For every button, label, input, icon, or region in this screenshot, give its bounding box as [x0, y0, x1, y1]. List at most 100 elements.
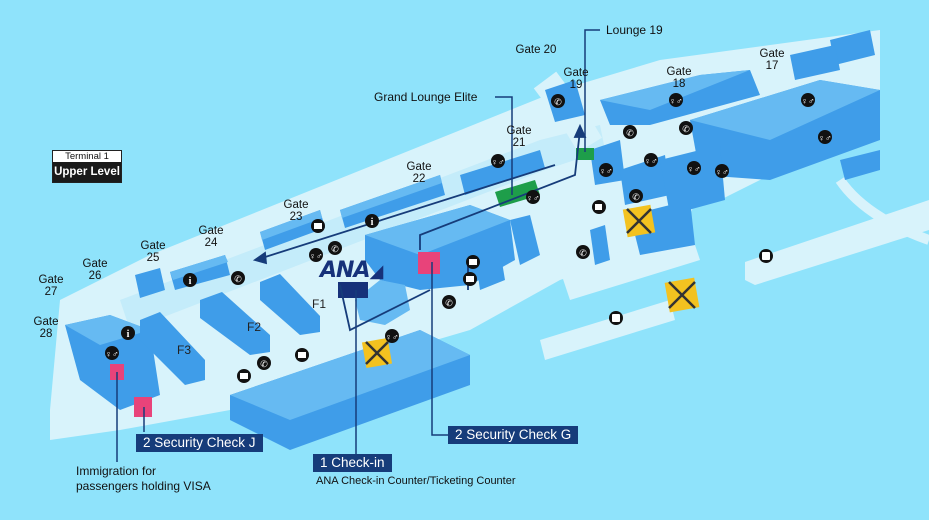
route-checkin	[339, 284, 431, 332]
finger-gate25	[135, 268, 165, 298]
svg-text:✆: ✆	[260, 359, 268, 369]
pier-finger-tops	[170, 175, 442, 280]
lounge19-marker	[576, 148, 594, 160]
east-block-9	[830, 30, 875, 65]
arrow-west	[252, 251, 268, 265]
east-block-1	[590, 140, 625, 185]
restroom-icon: ♀♂	[687, 161, 701, 175]
facility-icons: i i i ♀♂ ♀♂ ♀♂ ♀♂ ♀♂ ♀♂ ♀♂ ♀♂ ♀♂ ♀♂ ♀♂ ♀…	[105, 93, 832, 383]
security-j-callout: 2 Security Check J	[136, 434, 263, 452]
restroom-icon: ♀♂	[801, 93, 815, 107]
east-block-8	[475, 250, 505, 290]
info-icon: i	[365, 214, 379, 228]
arrow-east	[573, 123, 587, 138]
south-pier	[540, 300, 675, 360]
building-east-top	[690, 80, 880, 140]
phone-icon: ✆	[623, 125, 637, 139]
security-g-callout: 2 Security Check G	[448, 426, 579, 444]
phone-icon: ✆	[442, 295, 456, 309]
shop-icon	[237, 369, 251, 383]
svg-text:♀♂: ♀♂	[687, 164, 701, 174]
building-west-top	[65, 315, 150, 345]
building-west	[65, 315, 160, 410]
shop-icon	[295, 348, 309, 362]
level-name: Upper Level	[53, 162, 121, 182]
shop-icon	[311, 219, 325, 233]
east-block-10	[790, 45, 840, 80]
svg-text:♀♂: ♀♂	[599, 166, 613, 176]
security-g-marker	[418, 252, 440, 274]
terminal-name: Terminal 1	[65, 151, 109, 162]
finger-gate21	[460, 150, 545, 195]
east-block-3	[660, 145, 725, 215]
svg-text:✆: ✆	[626, 128, 634, 138]
phone-icon: ✆	[629, 189, 643, 203]
leader-grand-lounge	[495, 96, 513, 195]
east-block-11	[840, 150, 880, 180]
svg-text:✆: ✆	[234, 274, 242, 284]
finger-f3	[140, 312, 205, 385]
walking-routes	[252, 123, 587, 332]
restroom-icon: ♀♂	[669, 93, 683, 107]
checkin-subtitle: ANA Check-in Counter/Ticketing Counter	[316, 475, 516, 487]
oval-hall	[355, 280, 410, 325]
ana-logo: ANA◢	[320, 258, 383, 283]
closed-area-3	[664, 277, 700, 313]
immigration-label: Immigration for passengers holding VISA	[76, 464, 211, 493]
leader-lines	[116, 29, 600, 462]
taxi-line	[835, 177, 929, 245]
phone-icon: ✆	[257, 356, 271, 370]
restroom-icon: ♀♂	[526, 190, 540, 204]
finger-gate23-top	[260, 210, 322, 240]
svg-text:i: i	[127, 329, 130, 340]
svg-text:✆: ✆	[632, 192, 640, 202]
phone-icon: ✆	[576, 245, 590, 259]
grand-lounge-label: Grand Lounge Elite	[374, 90, 478, 104]
restroom-icon: ♀♂	[644, 153, 658, 167]
route-west	[261, 164, 556, 259]
phone-icon: ✆	[551, 94, 565, 108]
floor-label-f1: F1	[312, 297, 327, 311]
bus-icon	[759, 249, 773, 263]
restroom-icon: ♀♂	[491, 154, 505, 168]
finger-f1	[260, 274, 320, 335]
svg-text:♀♂: ♀♂	[309, 251, 323, 261]
svg-text:♀♂: ♀♂	[644, 156, 658, 166]
terminal-badge: Terminal 1 Upper Level	[52, 150, 122, 183]
checkin-callout: 1 Check-in	[313, 454, 392, 472]
restroom-icon: ♀♂	[818, 130, 832, 144]
restroom-icon: ♀♂	[309, 248, 323, 262]
building-north-top	[600, 70, 750, 110]
phone-icon: ✆	[231, 271, 245, 285]
svg-text:✆: ✆	[331, 244, 339, 254]
svg-text:✆: ✆	[682, 124, 690, 134]
remote-pier	[745, 200, 929, 285]
east-block-6	[590, 225, 610, 265]
finger-gate24-top	[170, 255, 228, 280]
grand-lounge-marker	[495, 180, 540, 207]
shop-icon	[463, 272, 477, 286]
phone-icon: ✆	[679, 121, 693, 135]
svg-text:✆: ✆	[554, 97, 562, 107]
lounge-19-label: Lounge 19	[606, 23, 663, 37]
svg-text:♀♂: ♀♂	[526, 193, 540, 203]
svg-text:♀♂: ♀♂	[818, 133, 832, 143]
svg-text:♀♂: ♀♂	[801, 96, 815, 106]
closed-area-1	[361, 337, 393, 369]
gate-label-20: Gate 20	[515, 44, 557, 56]
finger-f2	[200, 292, 270, 355]
leader-security-g	[431, 262, 448, 436]
svg-text:♀♂: ♀♂	[715, 167, 729, 177]
bus-icon	[609, 311, 623, 325]
info-icon: i	[183, 273, 197, 287]
